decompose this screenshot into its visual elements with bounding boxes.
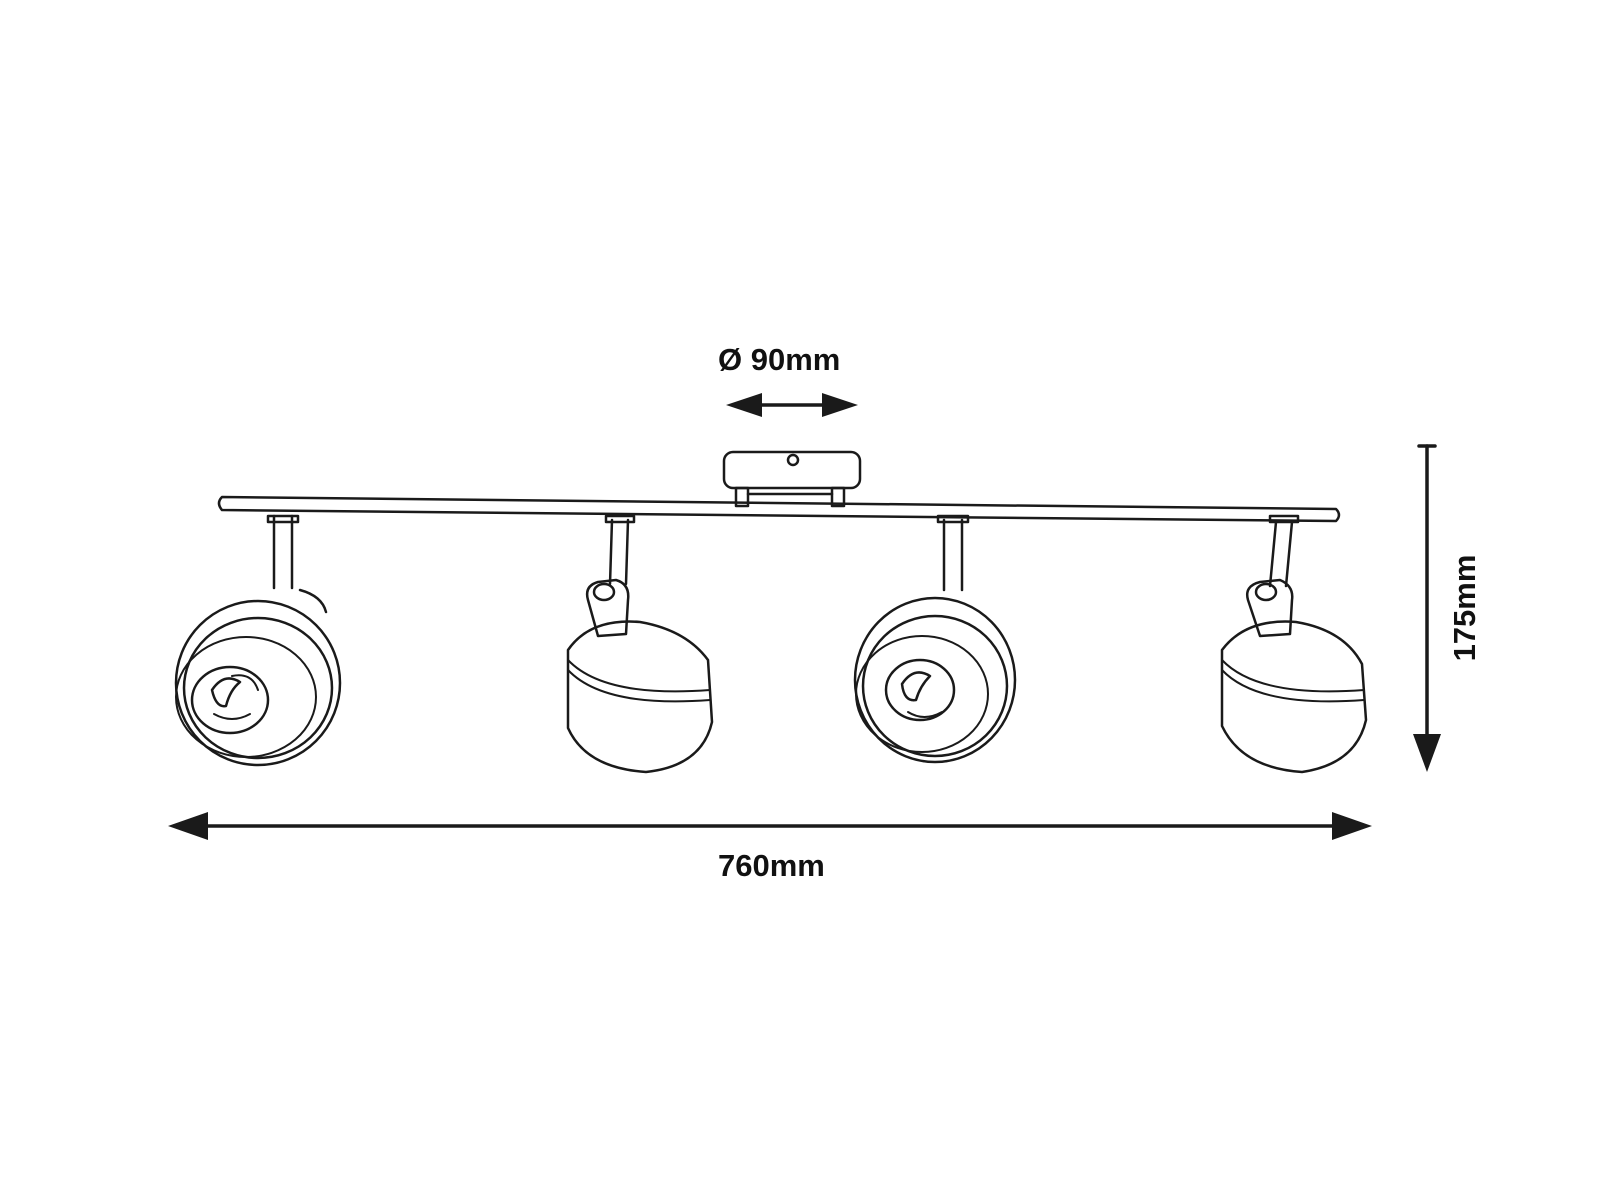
ceiling-canopy <box>722 450 862 508</box>
dimension-arrow-diameter <box>726 393 858 417</box>
diameter-label: Ø 90mm <box>718 342 841 377</box>
spotlight-4 <box>1220 514 1368 774</box>
dimension-arrow-width <box>168 812 1372 840</box>
spotlight-3 <box>853 514 1017 764</box>
dimension-arrow-height <box>1413 444 1441 772</box>
spotlight-2 <box>566 514 714 774</box>
spotlight-1 <box>174 514 342 767</box>
height-label: 175mm <box>1447 554 1482 662</box>
width-label: 760mm <box>718 848 825 883</box>
mounting-bar <box>217 495 1341 523</box>
